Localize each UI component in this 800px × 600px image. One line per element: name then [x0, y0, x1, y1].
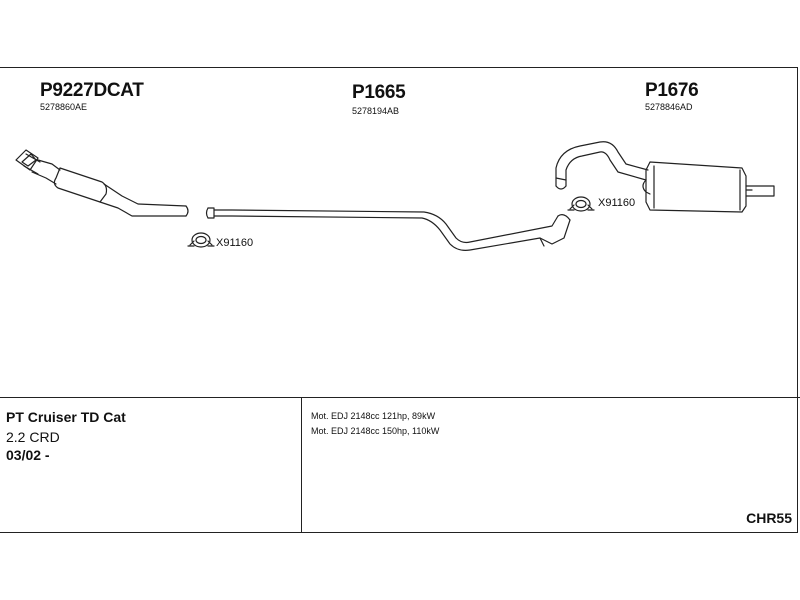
part-number-rear-silencer: P1676 [645, 80, 699, 101]
vehicle-date-from: 03/02 - [6, 447, 50, 463]
oe-number-middle-pipe: 5278194AB [352, 106, 400, 116]
part-number-middle-pipe: P1665 [352, 82, 406, 103]
engine-variant-1: Mot. EDJ 2148cc 121hp, 89kW [311, 411, 436, 421]
oe-number-front-cat: 5278860AE [40, 102, 88, 112]
clamp-label-front: X91160 [216, 237, 254, 249]
vehicle-engine-size: 2.2 CRD [6, 429, 60, 445]
diagram-frame [0, 67, 798, 533]
rear-pipe-silencer [555, 141, 775, 213]
middle-pipe [205, 207, 571, 251]
info-divider [0, 397, 800, 398]
info-column-divider [301, 397, 302, 533]
vehicle-model: PT Cruiser TD Cat [6, 409, 126, 425]
diagram-code: CHR55 [746, 510, 792, 526]
part-number-front-cat: P9227DCAT [40, 80, 144, 101]
clamp-icon-rear [567, 196, 595, 212]
front-pipe-catalytic-converter [15, 149, 189, 217]
engine-variant-2: Mot. EDJ 2148cc 150hp, 110kW [311, 426, 440, 436]
clamp-label-rear: X91160 [598, 197, 636, 209]
frame-right-border [797, 67, 798, 533]
oe-number-rear-silencer: 5278846AD [645, 102, 693, 112]
clamp-icon-front [187, 232, 215, 248]
